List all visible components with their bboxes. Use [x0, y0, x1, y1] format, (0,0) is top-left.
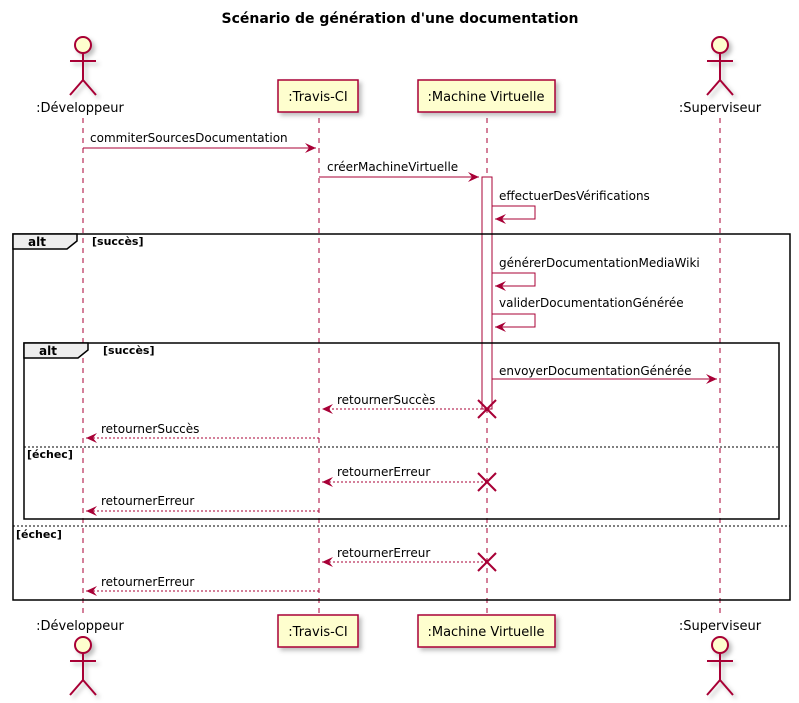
actor-developpeur-bottom [69, 636, 97, 696]
alt-inner-guard-failure: [échec] [27, 448, 73, 461]
message-arrow-generate [492, 272, 536, 291]
participant-vm-label-top: :Machine Virtuelle [427, 90, 544, 105]
message-label-checks: effectuerDesVérifications [499, 189, 650, 203]
message-label-return-error-3: retournerErreur [337, 546, 430, 560]
destroy-mark-1 [477, 399, 497, 419]
destroy-mark-3 [477, 552, 497, 572]
participant-superviseur-label-bottom: :Superviseur [679, 619, 762, 634]
message-label-send-doc: envoyerDocumentationGénérée [499, 364, 691, 378]
destroy-mark-2 [477, 472, 497, 492]
message-arrow-validate [492, 313, 536, 332]
actor-superviseur-bottom [706, 636, 734, 696]
actor-developpeur-top [69, 36, 97, 96]
alt-fragment-inner: alt [succès] [échec] [23, 342, 780, 520]
participant-travis-top [277, 79, 359, 113]
message-label-return-success-2: retournerSuccès [101, 422, 199, 436]
alt-outer-guard-success: [succès] [92, 235, 143, 248]
message-label-validate: validerDocumentationGénérée [499, 296, 684, 310]
message-arrow-checks [492, 205, 536, 224]
participant-developpeur-label-top: :Développeur [36, 101, 124, 116]
actor-superviseur-top [706, 36, 734, 96]
message-label-commit: commiterSourcesDocumentation [90, 131, 288, 145]
participant-travis-label-bottom: :Travis-CI [288, 625, 347, 640]
message-label-return-success-1: retournerSuccès [337, 393, 435, 407]
participant-superviseur-label-top: :Superviseur [679, 101, 762, 116]
message-label-return-error-2: retournerErreur [101, 494, 194, 508]
message-label-create-vm: créerMachineVirtuelle [327, 160, 458, 174]
activation-bar-vm [481, 176, 493, 410]
alt-inner-keyword: alt [39, 344, 57, 358]
message-label-return-error-4: retournerErreur [101, 575, 194, 589]
participant-developpeur-label-bottom: :Développeur [36, 619, 124, 634]
participant-travis-bottom [277, 614, 359, 648]
participant-vm-bottom [417, 614, 556, 648]
diagram-title: Scénario de génération d'une documentati… [222, 11, 579, 27]
alt-outer-guard-failure: [échec] [16, 528, 62, 541]
participant-vm-label-bottom: :Machine Virtuelle [427, 625, 544, 640]
alt-fragment-outer: alt [succès] [échec] [12, 233, 791, 601]
alt-inner-guard-success: [succès] [103, 344, 154, 357]
message-label-return-error-1: retournerErreur [337, 465, 430, 479]
participant-vm-top [417, 79, 556, 113]
alt-outer-keyword: alt [28, 235, 46, 249]
participant-travis-label-top: :Travis-CI [288, 90, 347, 105]
message-label-generate: générerDocumentationMediaWiki [499, 256, 700, 270]
